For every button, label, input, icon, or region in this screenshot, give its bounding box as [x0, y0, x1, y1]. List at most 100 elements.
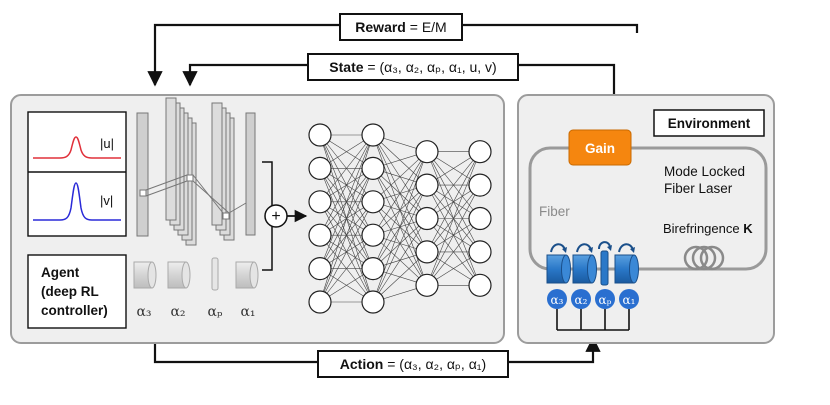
birefringence-text: Birefringence — [663, 221, 743, 236]
state-label-bold: State — [329, 59, 363, 75]
laser-line2: Fiber Laser — [664, 181, 733, 196]
agent-waveplates: α₃ α₂ αₚ α₁ — [133, 257, 259, 320]
nn-edge — [319, 168, 374, 303]
env-waveplate-2 — [572, 243, 597, 284]
nn-edge — [372, 184, 428, 303]
environment-waveplates — [546, 241, 639, 286]
environment-panel: Environment Gain Mode Locked Fiber Laser… — [517, 94, 775, 344]
action-label-rest: = (α₃, α₂, αₚ, α₁) — [383, 356, 486, 372]
nn-neuron-layer-1 — [308, 123, 332, 147]
nn-edge — [426, 151, 481, 219]
state-label-rest: = (α₃, α₂, αₚ, α₁, u, v) — [364, 59, 497, 75]
environment-title: Environment — [668, 116, 751, 131]
env-waveplate-1 — [614, 243, 639, 284]
nn-edge — [319, 134, 374, 202]
nn-neuron-layer-1 — [308, 190, 332, 214]
nn-edge — [426, 151, 481, 286]
neural-network — [308, 123, 492, 314]
alpha-badges: α₃ α₂ αₚ α₁ — [547, 289, 639, 331]
environment-title-box — [653, 109, 765, 137]
gain-label: Gain — [585, 141, 615, 156]
u-waveform — [33, 136, 121, 159]
nn-edge — [319, 134, 374, 236]
nn-neuron-layer-4 — [468, 273, 492, 297]
reward-label-rest: = E/M — [406, 19, 447, 35]
badge-alpha-1: α₁ — [619, 289, 639, 309]
nn-neuron-layer-2 — [361, 257, 385, 281]
fiber-loop — [528, 146, 768, 271]
nn-neuron-layer-2 — [361, 223, 385, 247]
nn-edge — [372, 251, 428, 303]
reward-box: Reward = E/M — [339, 13, 463, 41]
nn-neuron-layer-4 — [468, 173, 492, 197]
agent-alpha-3: α₃ — [136, 304, 151, 320]
waveform-plots: |u| |v| — [27, 111, 127, 237]
nn-neuron-layer-2 — [361, 290, 385, 314]
svg-text:Action = (α₃, α₂, αₚ, α₁): Action = (α₃, α₂, αₚ, α₁) — [340, 356, 486, 372]
feature-stack-2 — [211, 102, 235, 241]
output-feature-map — [245, 112, 256, 236]
badge-alpha-p: αₚ — [595, 289, 615, 309]
nn-edge — [426, 151, 481, 253]
state-box: State = (α₃, α₂, αₚ, α₁, u, v) — [307, 53, 519, 81]
nn-neuron-layer-4 — [468, 140, 492, 164]
nn-neuron-layer-3 — [415, 273, 439, 297]
svg-text:Birefringence K: Birefringence K — [663, 221, 753, 236]
birefringence-k: K — [743, 221, 753, 236]
nn-edge — [372, 151, 428, 203]
conv-stacks — [136, 97, 256, 246]
svg-text:αₚ: αₚ — [599, 293, 612, 307]
svg-text:Reward = E/M: Reward = E/M — [355, 19, 446, 35]
gain-block: Gain — [568, 129, 632, 166]
agent-waveplate-3 — [133, 261, 157, 289]
laser-line1: Mode Locked — [664, 164, 745, 179]
agent-panel: |u| |v| — [10, 94, 505, 344]
nn-edge — [319, 235, 374, 303]
svg-text:State = (α₃, α₂, αₚ, α₁, u, v): State = (α₃, α₂, αₚ, α₁, u, v) — [329, 59, 496, 75]
nn-neuron-layer-1 — [308, 223, 332, 247]
reward-label-bold: Reward — [355, 19, 406, 35]
input-feature-map — [136, 112, 149, 237]
agent-polarizer-p — [211, 257, 219, 291]
nn-neuron-layer-3 — [415, 140, 439, 164]
nn-edge — [426, 218, 481, 286]
u-label: |u| — [100, 136, 114, 151]
agent-label-box: Agent (deep RL controller) — [27, 254, 127, 329]
v-label: |v| — [100, 193, 113, 208]
nn-neuron-layer-1 — [308, 156, 332, 180]
svg-text:α₃: α₃ — [551, 293, 564, 307]
badge-alpha-3: α₃ — [547, 289, 567, 309]
env-waveplate-3 — [546, 243, 571, 284]
nn-edge — [319, 134, 374, 269]
agent-waveplate-1 — [235, 261, 259, 289]
nn-neuron-layer-4 — [468, 206, 492, 231]
nn-neuron-layer-3 — [415, 240, 439, 264]
nn-edge — [372, 218, 428, 303]
fiber-coil-icon — [683, 245, 725, 271]
action-box: Action = (α₃, α₂, αₚ, α₁) — [317, 350, 509, 378]
agent-name-line1: Agent — [41, 265, 80, 280]
nn-neuron-layer-2 — [361, 190, 385, 214]
nn-neuron-layer-1 — [308, 257, 332, 281]
agent-waveplate-2 — [167, 261, 191, 289]
nn-edge — [319, 201, 374, 303]
svg-text:α₁: α₁ — [623, 293, 636, 307]
nn-neuron-layer-2 — [361, 123, 385, 147]
nn-neuron-layer-1 — [308, 290, 332, 314]
nn-edge — [372, 151, 428, 269]
agent-name-line3: controller) — [41, 303, 108, 318]
nn-neuron-layer-3 — [415, 173, 439, 197]
plus-symbol: + — [271, 208, 280, 225]
nn-neuron-layer-2 — [361, 156, 385, 180]
nn-edge — [426, 184, 481, 286]
nn-neuron-layer-4 — [468, 240, 492, 264]
nn-neuron-layer-3 — [415, 206, 439, 231]
nn-edge — [372, 151, 428, 236]
action-label-bold: Action — [340, 356, 384, 372]
action-bus — [556, 309, 630, 331]
feature-stack-1 — [165, 97, 197, 246]
v-waveform — [33, 182, 121, 221]
agent-name-line2: (deep RL — [41, 284, 99, 299]
